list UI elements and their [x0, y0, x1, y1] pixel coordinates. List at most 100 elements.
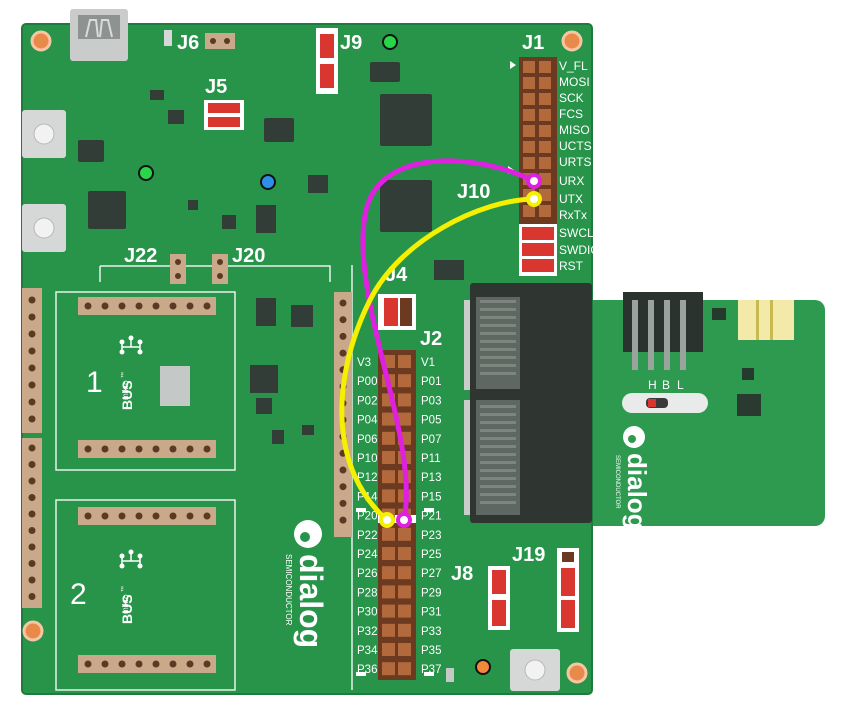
- j2-right-pin-label: P11: [421, 453, 441, 465]
- j2-pin-pad: [398, 623, 411, 637]
- mounting-hole: [561, 30, 583, 52]
- dialog-logo-mark-hole: [628, 435, 636, 443]
- header-hole: [118, 660, 126, 668]
- mikrobus-header-holes: [28, 296, 347, 668]
- mikrobus-logo-2: 2 mikro ™ BUS: [70, 549, 143, 624]
- header-hole: [28, 593, 36, 600]
- header-j9[interactable]: [316, 28, 338, 94]
- j1-signal-label: V_FL: [559, 59, 588, 73]
- j2-pin-pad: [382, 412, 395, 426]
- mikrobus-logo-word: BUS: [119, 594, 135, 624]
- j2-pin-pad: [398, 662, 411, 676]
- mounting-hole: [566, 662, 588, 684]
- j2-left-pin-label: V3: [357, 357, 371, 369]
- label-j6: J6: [177, 32, 199, 54]
- header-hole: [28, 494, 36, 501]
- switch-label-l: L: [677, 378, 684, 392]
- wire-end-magenta: [526, 173, 542, 189]
- header-j22[interactable]: [170, 254, 186, 284]
- smd-part: [256, 205, 276, 233]
- led-orange: [475, 659, 491, 675]
- label-j19: J19: [512, 544, 545, 566]
- header-j5[interactable]: [204, 100, 244, 130]
- j2-left-pin-label: P24: [357, 549, 378, 561]
- mikrobus-slot-2-number: 2: [70, 578, 87, 611]
- ic-chip: [380, 94, 432, 146]
- main-board-pcb: [22, 24, 592, 694]
- header-hole: [169, 445, 177, 453]
- j2-right-pin-label: P13: [421, 472, 441, 484]
- label-j2: J2: [420, 328, 442, 350]
- j2-pin-pad: [382, 470, 395, 484]
- j2-right-pin-label: P25: [421, 549, 441, 561]
- mikrobus-slot-1-number: 1: [86, 366, 103, 399]
- j1-signal-label: RST: [559, 259, 584, 273]
- reset-button[interactable]: [510, 649, 560, 691]
- j2-left-pin-labels: V3P00P02P04P06P10P12P14P20P22P24P26P28P3…: [357, 357, 378, 676]
- header-hole: [28, 347, 36, 355]
- j2-left-pin-label: P20: [357, 511, 377, 523]
- header-hole: [28, 461, 36, 468]
- j2-left-pin-label: P34: [357, 645, 378, 657]
- header-hole: [135, 660, 143, 668]
- j1-signal-label: RxTx: [559, 208, 587, 222]
- usb-connector[interactable]: [70, 9, 128, 61]
- smd-part: [168, 110, 184, 124]
- header-j4[interactable]: [378, 294, 416, 330]
- mikrobus-header: [78, 297, 216, 315]
- header-hole: [28, 415, 36, 423]
- led-green: [382, 34, 398, 50]
- j2-left-pin-label: P22: [357, 530, 377, 542]
- header-hole: [28, 381, 36, 389]
- push-button[interactable]: [22, 110, 66, 158]
- daughter-board-gold-pad: [738, 300, 794, 340]
- j1-signal-label: FCS: [559, 107, 583, 121]
- header-hole: [339, 299, 347, 307]
- header-hole: [152, 302, 160, 310]
- j2-left-pin-label: P30: [357, 607, 377, 619]
- smd-part: [150, 90, 164, 100]
- header-hole: [28, 543, 36, 551]
- j1-signal-label: MOSI: [559, 75, 590, 89]
- header-hole: [28, 296, 36, 304]
- header-j8[interactable]: [488, 566, 510, 630]
- label-j10: J10: [457, 181, 490, 203]
- j2-pin-pad: [398, 527, 411, 541]
- j2-pin-pad: [382, 451, 395, 464]
- j2-right-pin-label: P23: [421, 530, 441, 542]
- j2-right-pin-label: P35: [421, 645, 441, 657]
- j2-left-pin-label: P04: [357, 415, 378, 427]
- header-hole: [203, 512, 211, 520]
- header-hole: [186, 302, 194, 310]
- header-hole: [28, 560, 36, 567]
- header-hole: [152, 445, 160, 453]
- j2-left-pin-label: P02: [357, 395, 377, 407]
- ic-chip: [264, 118, 294, 142]
- j2-pin-pad: [398, 374, 411, 388]
- j2-pin-pad: [382, 527, 395, 541]
- header-j1[interactable]: [508, 57, 557, 276]
- header-j6[interactable]: [164, 30, 235, 49]
- j2-pin-pad: [382, 566, 395, 580]
- mounting-hole: [22, 620, 44, 642]
- smd-part: [256, 298, 276, 326]
- header-j20[interactable]: [212, 254, 228, 284]
- push-button[interactable]: [22, 204, 66, 252]
- smd-part: [222, 215, 236, 229]
- daughter-board-smd-part: [712, 308, 726, 320]
- dialog-logo-mark-hole: [300, 532, 310, 542]
- mikrobus-logo-brand: mikro: [121, 380, 130, 400]
- header-hole: [186, 445, 194, 453]
- mikrobus-header: [78, 507, 216, 525]
- j2-pin-pad: [398, 355, 411, 368]
- daughter-board: H B L dialog SEMICONDUCTOR: [555, 292, 825, 530]
- header-j19[interactable]: [557, 548, 579, 632]
- header-hole: [118, 445, 126, 453]
- header-hole: [101, 302, 109, 310]
- j2-pin-pad: [398, 566, 411, 580]
- header-hole: [135, 445, 143, 453]
- mikrobus-logo-brand: mikro: [121, 594, 130, 614]
- j2-pin-pad: [382, 604, 395, 618]
- j2-pin-pad: [398, 643, 411, 656]
- header-hole: [169, 302, 177, 310]
